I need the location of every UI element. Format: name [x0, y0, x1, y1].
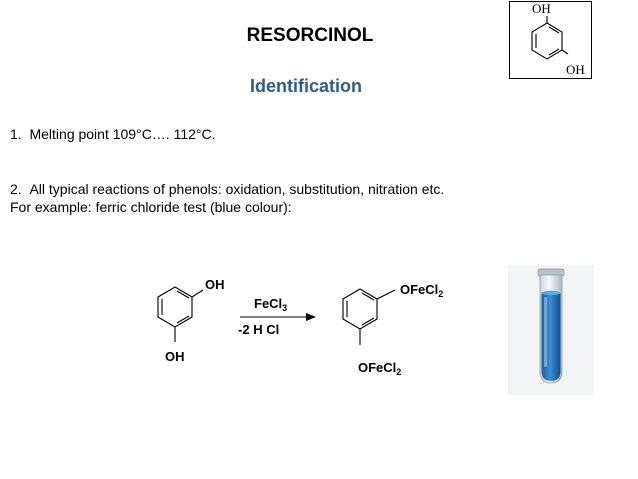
byproduct-label: -2 H Cl	[238, 322, 280, 337]
product-ring	[342, 288, 378, 330]
reagent-label: FeCl3	[254, 296, 288, 313]
page-title: RESORCINOL	[246, 25, 374, 46]
test-tube-icon	[537, 268, 565, 384]
resorcinol-structure	[531, 16, 569, 60]
reactant-ring	[157, 286, 193, 328]
reactant-bond-top	[191, 289, 204, 298]
list-item-melting-point: 1. Melting point 109°C…. 112°C.	[10, 125, 216, 143]
product-ofecl2-top: OFeCl2	[400, 282, 444, 299]
list-number: 1.	[10, 126, 22, 142]
list-number: 2.	[10, 181, 22, 197]
product-ofecl2-bottom: OFeCl2	[358, 360, 402, 377]
reactant-oh-bottom: OH	[165, 349, 185, 364]
reaction-scheme	[157, 286, 396, 345]
reactant-oh-top: OH	[205, 277, 225, 292]
list-text: All typical reactions of phenols: oxidat…	[29, 181, 445, 197]
section-subtitle: Identification	[250, 76, 362, 96]
list-text: Melting point 109°C…. 112°C.	[29, 126, 216, 142]
product-bond-top	[376, 289, 396, 300]
corner-oh-bottom: OH	[566, 62, 585, 77]
list-item-reactions: 2. All typical reactions of phenols: oxi…	[10, 180, 444, 198]
corner-oh-top: OH	[532, 1, 551, 16]
resorcinol-structure-box	[509, 1, 592, 79]
reaction-arrow-head	[306, 313, 316, 321]
example-text: For example: ferric chloride test (blue …	[10, 199, 292, 215]
